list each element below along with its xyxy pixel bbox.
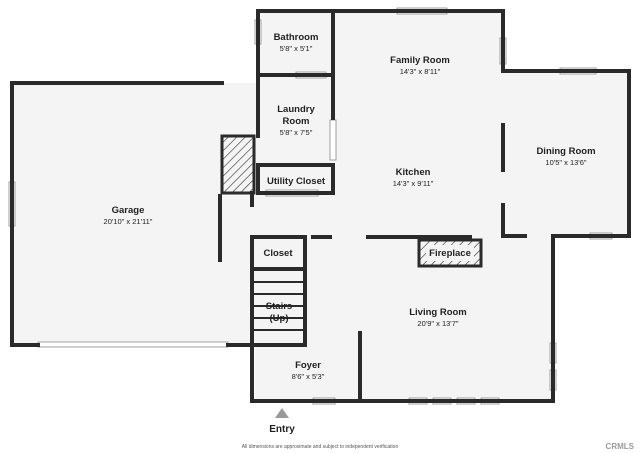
garage-dim: 20'10" x 21'11" — [104, 217, 153, 226]
stairs-name-line2: (Up) — [270, 313, 289, 324]
foyer-dim: 8'6" x 5'3" — [292, 372, 325, 381]
utility-closet-name: Utility Closet — [267, 176, 326, 187]
dining-room-name: Dining Room — [536, 146, 595, 157]
hatched-chase — [220, 134, 256, 195]
foyer-name: Foyer — [295, 360, 321, 371]
laundry-name-line2: Room — [283, 116, 310, 127]
living-room-name: Living Room — [409, 307, 467, 318]
garage-door — [37, 341, 229, 348]
entry-label: Entry — [269, 424, 295, 435]
entry-arrow-icon — [275, 408, 289, 418]
room-labels: Garage 20'10" x 21'11" Bathroom 5'8" x 5… — [104, 32, 596, 381]
watermark: CRMLS — [605, 442, 634, 451]
kitchen-name: Kitchen — [396, 167, 431, 178]
garage-name: Garage — [112, 205, 145, 216]
family-room-name: Family Room — [390, 55, 450, 66]
closet-name: Closet — [263, 248, 293, 259]
disclaimer-text: All dimensions are approximate and subje… — [241, 444, 399, 450]
walls — [10, 9, 631, 403]
fireplace-name: Fireplace — [429, 248, 471, 259]
stair-treads — [254, 281, 303, 331]
kitchen-dim: 14'3" x 9'11" — [393, 179, 434, 188]
laundry-opening — [329, 119, 337, 161]
bathroom-dim: 5'8" x 5'1" — [280, 44, 313, 53]
dining-room-dim: 10'5" x 13'6" — [545, 158, 586, 167]
family-room-dim: 14'3" x 8'11" — [400, 67, 441, 76]
bathroom-name: Bathroom — [274, 32, 319, 43]
laundry-name-line1: Laundry — [277, 104, 315, 115]
living-room-dim: 20'9" x 13'7" — [417, 319, 458, 328]
stairs-name-line1: Stairs — [266, 301, 292, 312]
fireplace-label-bg — [426, 245, 474, 261]
laundry-dim: 5'8" x 7'5" — [280, 128, 313, 137]
